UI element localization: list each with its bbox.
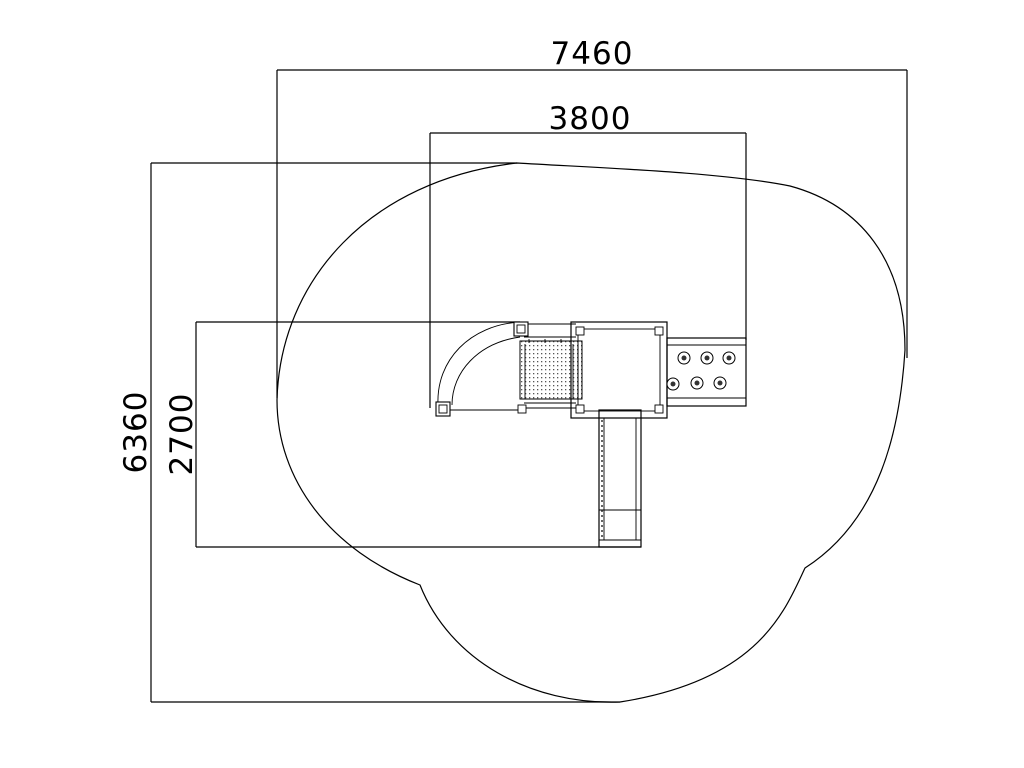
climbing-holds bbox=[666, 351, 736, 391]
safety-zone-outline bbox=[276, 162, 906, 703]
climbing-wall bbox=[666, 337, 747, 407]
dimension-inner-height: 2700 bbox=[164, 321, 641, 548]
inner-height-label: 2700 bbox=[164, 393, 200, 476]
inner-width-label: 3800 bbox=[549, 101, 632, 137]
deck-tower bbox=[570, 321, 668, 419]
overall-width-label: 7460 bbox=[551, 36, 634, 72]
posts bbox=[435, 321, 664, 417]
curved-ramp bbox=[437, 321, 522, 411]
dimension-inner-width: 3800 bbox=[429, 101, 747, 408]
net-bridge bbox=[519, 323, 583, 409]
slide bbox=[598, 409, 642, 548]
dimension-overall-height: 6360 bbox=[118, 162, 620, 703]
overall-height-label: 6360 bbox=[118, 391, 154, 474]
dimension-overall-width: 7460 bbox=[276, 36, 908, 398]
